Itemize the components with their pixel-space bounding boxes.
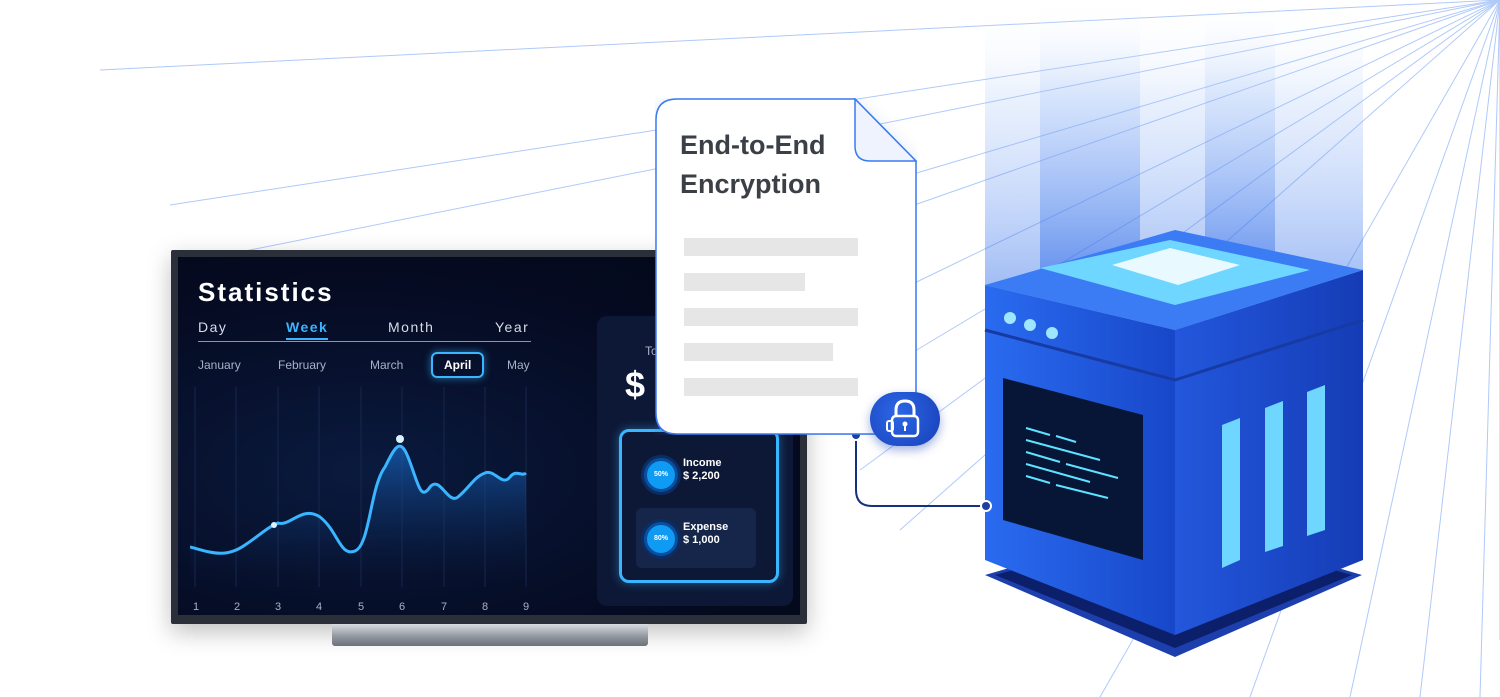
- tab-month[interactable]: Month: [388, 319, 435, 335]
- lock-badge: [870, 392, 940, 446]
- month-march[interactable]: March: [370, 358, 404, 372]
- document-text-placeholder: [684, 308, 858, 326]
- expense-row[interactable]: 80% Expense $ 1,000: [636, 508, 756, 568]
- x-axis-ticks: 1 2 3 4 5 6 7 8 9: [193, 601, 529, 613]
- tab-day[interactable]: Day: [198, 319, 228, 335]
- income-percent-ring: 50%: [644, 458, 678, 492]
- income-label: Income: [683, 457, 722, 469]
- income-value: $ 2,200: [683, 470, 720, 482]
- month-january[interactable]: January: [198, 358, 241, 372]
- chart-line: [190, 444, 528, 555]
- tab-week[interactable]: Week: [286, 319, 329, 340]
- x-tick: 6: [399, 601, 405, 613]
- document-text-placeholder: [684, 238, 858, 256]
- x-tick: 5: [358, 601, 364, 613]
- x-tick: 2: [234, 601, 240, 613]
- month-april[interactable]: April: [431, 352, 485, 378]
- x-tick: 7: [441, 601, 447, 613]
- income-row[interactable]: 50% Income $ 2,200: [636, 444, 756, 504]
- expense-percent-ring: 80%: [644, 522, 678, 556]
- document-text-placeholder: [684, 273, 805, 291]
- line-chart: 1 2 3 4 5 6 7 8 9: [190, 387, 529, 613]
- document-text-placeholder: [684, 378, 858, 396]
- document-title-line2: Encryption: [680, 169, 822, 199]
- month-may[interactable]: May: [507, 358, 530, 372]
- x-tick: 3: [275, 601, 281, 613]
- document-title: End-to-End Encryption: [680, 126, 880, 204]
- chart-point: [271, 522, 277, 528]
- expense-value: $ 1,000: [683, 534, 720, 546]
- server-icon: [984, 0, 1364, 657]
- expense-label: Expense: [683, 521, 729, 533]
- encryption-document: End-to-End Encryption: [655, 98, 917, 435]
- income-expense-box: 50% Income $ 2,200 80% Expense $ 1,000: [619, 429, 779, 583]
- tab-year[interactable]: Year: [495, 319, 530, 335]
- chart-area: [190, 446, 526, 587]
- chart-highlight-point: [396, 435, 404, 443]
- lock-icon: [886, 399, 920, 438]
- x-tick: 1: [193, 601, 199, 613]
- x-tick: 9: [523, 601, 529, 613]
- month-february[interactable]: February: [278, 358, 327, 372]
- total-label: To: [645, 344, 658, 358]
- tv-stand: [332, 624, 648, 646]
- dashboard-title: Statistics: [198, 277, 334, 307]
- x-tick: 8: [482, 601, 488, 613]
- x-tick: 4: [316, 601, 322, 613]
- document-text-placeholder: [684, 343, 833, 361]
- period-tabs: Day Week Month Year: [198, 319, 531, 342]
- document-title-line1: End-to-End: [680, 130, 826, 160]
